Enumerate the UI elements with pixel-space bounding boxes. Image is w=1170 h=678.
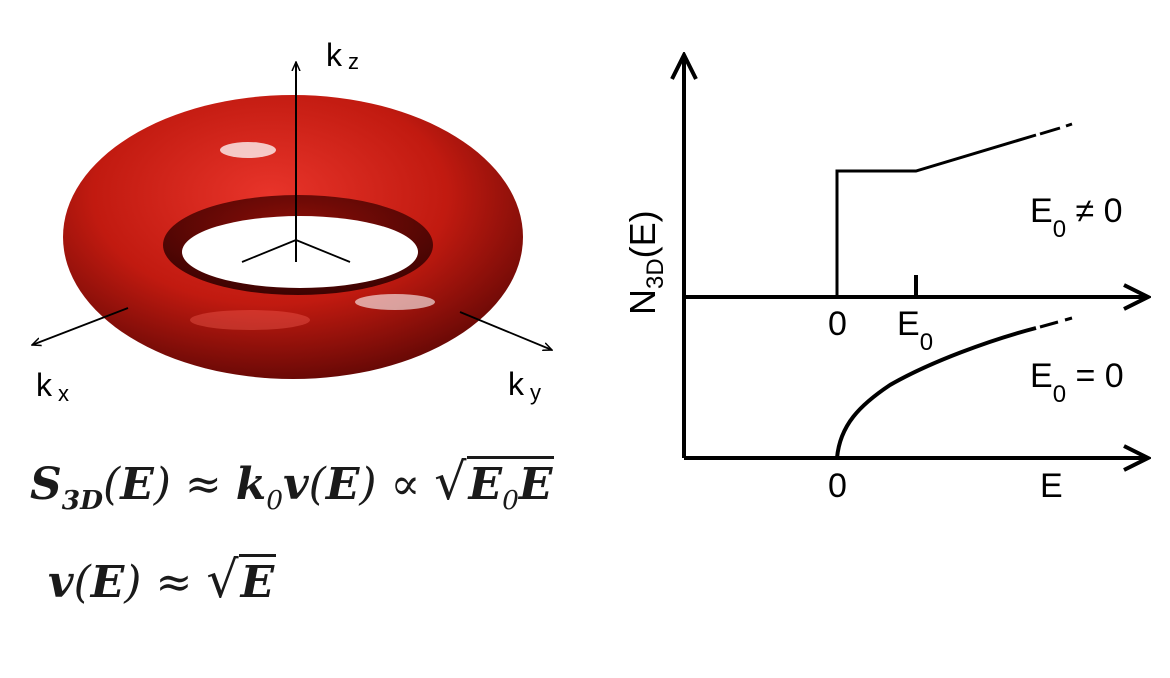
- lower-origin-label: 0: [828, 467, 847, 505]
- lower-x-axis-label: E: [1040, 467, 1063, 505]
- upper-case-label: E0 ≠ 0: [1030, 192, 1123, 243]
- torus-highlight: [190, 310, 310, 330]
- hole-axis-right: [295, 239, 351, 263]
- upper-origin-label: 0: [828, 305, 847, 343]
- torus-highlight: [220, 142, 276, 158]
- formula-line-2: v(E) ≈ √E: [48, 550, 277, 609]
- torus-hole: [182, 216, 418, 288]
- upper-e0-label: E0: [897, 305, 933, 356]
- lower-dos-curve-dashes: [1039, 316, 1073, 329]
- dos-plot: N3D(E) 0 E0 E0 ≠ 0 0 E E0 = 0: [622, 55, 1148, 505]
- lower-dos-curve: [835, 326, 1037, 459]
- ky-axis: [459, 311, 552, 350]
- y-axis-label: N3D(E): [622, 210, 669, 315]
- hole-axis-left: [241, 239, 297, 263]
- kx-axis: [32, 307, 129, 345]
- lower-case-label: E0 = 0: [1030, 357, 1124, 408]
- formula-line-1: S3D(E) ≈ k0v(E) ∝ √E0E: [30, 452, 555, 516]
- upper-dos-curve: [835, 133, 1037, 297]
- torus-highlight: [355, 294, 435, 310]
- upper-dos-curve-dashes: [1039, 122, 1073, 136]
